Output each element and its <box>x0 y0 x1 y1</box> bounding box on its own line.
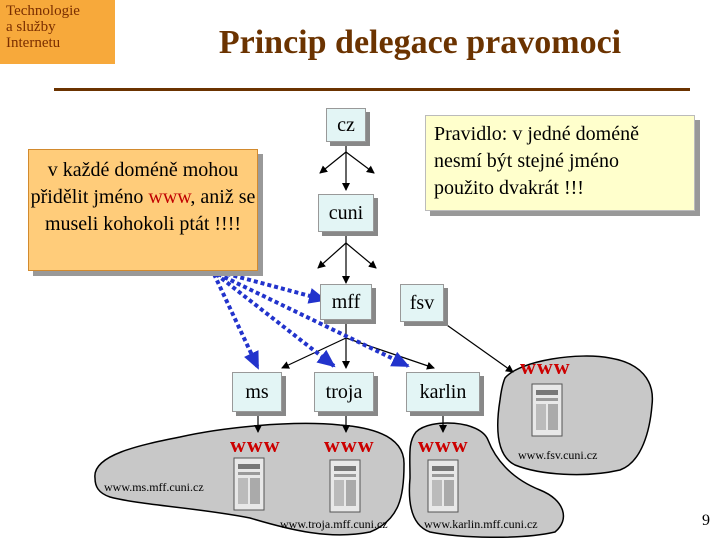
rule-note-line: nesmí být stejné jméno <box>434 150 619 172</box>
arrow-mff-ms <box>281 337 347 369</box>
rule-note: Pravidlo: v jedné doméně nesmí být stejn… <box>425 115 695 211</box>
hostname: www.troja.mff.cuni.cz <box>280 517 388 531</box>
node-ms: ms <box>232 372 282 412</box>
note-text: , aniž se museli kohokoli ptát !!!! <box>44 186 256 235</box>
node-karlin: karlin <box>406 372 480 412</box>
course-label-line: Internetu <box>6 35 61 51</box>
rule-note-line: Pravidlo: v jedné doméně <box>434 123 639 145</box>
dotted-arrow-to-ms <box>212 273 260 370</box>
server-icon <box>531 383 563 437</box>
slide-title: Princip delegace pravomoci <box>218 24 622 61</box>
title-divider <box>54 88 690 91</box>
www-label: www <box>520 354 571 379</box>
hostname: www.karlin.mff.cuni.cz <box>424 517 538 531</box>
course-label-line: Technologie <box>6 3 80 19</box>
dotted-arrow-to-karlin <box>217 272 410 368</box>
node-cz: cz <box>326 108 366 142</box>
course-label: Technologie a služby Internetu <box>0 0 115 64</box>
arrow-mff-karlin <box>345 337 435 370</box>
dotted-arrow-to-troja <box>214 272 336 368</box>
node-mff: mff <box>320 284 372 320</box>
arrow-cuni-right <box>345 242 377 269</box>
rule-note-line: použito dvakrát !!! <box>434 177 584 199</box>
node-cuni: cuni <box>318 194 374 232</box>
www-label: www <box>418 432 469 457</box>
dotted-arrow-to-mff <box>219 270 327 304</box>
server-icon <box>329 459 361 513</box>
www-label: www <box>324 432 375 457</box>
node-troja: troja <box>314 372 374 412</box>
server-icon <box>427 459 459 513</box>
node-fsv: fsv <box>400 284 444 322</box>
hostname: www.ms.mff.cuni.cz <box>104 480 204 494</box>
delegation-note: v každé doméně mohou přidělit jméno www,… <box>28 149 258 271</box>
hostname: www.fsv.cuni.cz <box>518 448 598 462</box>
note-text: v každé doméně mohou přidělit jméno <box>30 159 239 208</box>
note-highlight: www <box>148 186 191 208</box>
www-label: www <box>230 432 281 457</box>
arrow-fsv-www <box>443 322 514 373</box>
course-label-line: a služby <box>6 19 56 35</box>
arrow-cuni-left <box>317 242 347 269</box>
page-number: 9 <box>702 512 710 529</box>
arrow-cz-right <box>345 151 375 174</box>
server-icon <box>233 457 265 511</box>
arrow-cz-left <box>319 151 347 174</box>
